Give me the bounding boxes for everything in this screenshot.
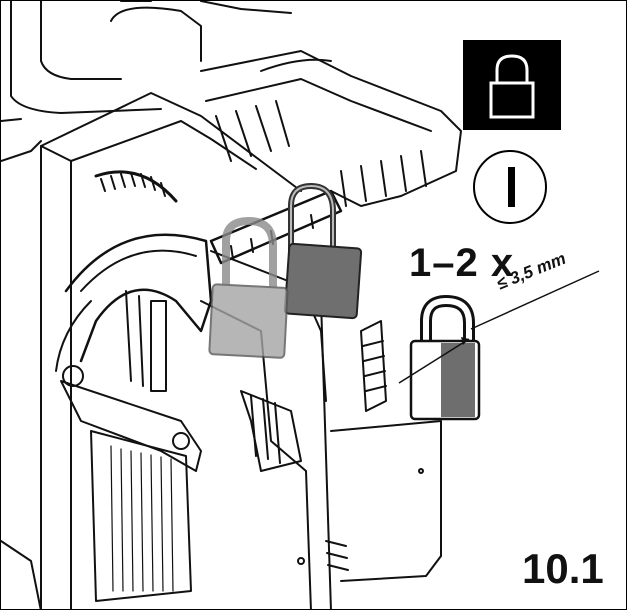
padlock-example [398,270,600,421]
power-on-icon [473,150,547,224]
power-on-bar [508,167,515,207]
padlock-translucent [208,216,289,359]
padlock-count-label: 1–2 x [409,241,515,285]
figure-number: 10.1 [522,545,604,592]
padlock-icon [463,40,561,130]
padlock-dark [283,182,363,320]
